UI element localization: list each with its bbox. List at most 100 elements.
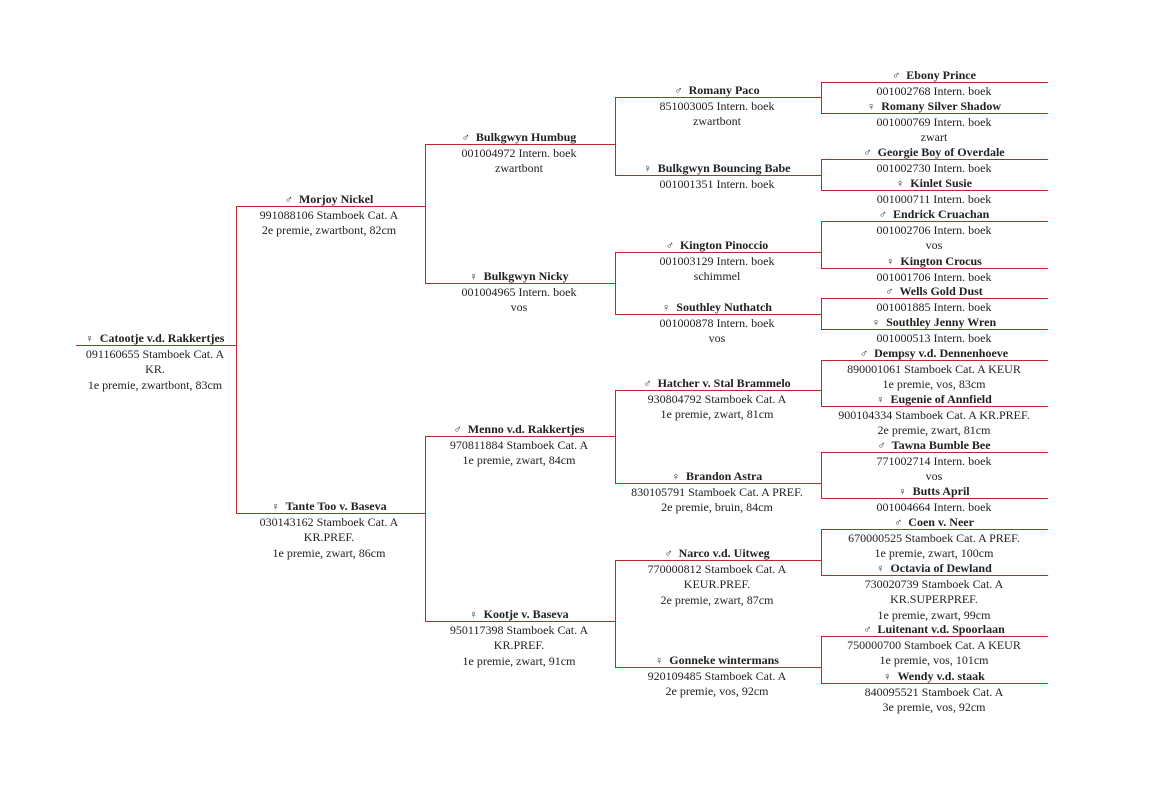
- animal-name: Brandon Astra: [685, 468, 763, 483]
- animal-detail: 2e premie, zwart, 87cm: [660, 592, 774, 607]
- animal-name-line: ♂Tawna Bumble Bee: [774, 438, 1094, 454]
- connector-bracket: [615, 252, 616, 314]
- animal-detail: 001000769 Intern. boek: [876, 115, 992, 129]
- animal-name-line: ♀Southley Nuthatch: [557, 300, 877, 316]
- connector-line: [615, 252, 821, 253]
- animal-name: Hatcher v. Stal Brammelo: [657, 375, 791, 390]
- male-symbol-icon: ♂: [643, 377, 652, 390]
- animal-detail: 3e premie, vos, 92cm: [882, 700, 986, 715]
- connector-bracket: [425, 144, 426, 283]
- female-symbol-icon: ♀: [655, 654, 664, 667]
- animal-name: Bulkgwyn Nicky: [483, 268, 569, 283]
- connector-line: [821, 221, 1048, 222]
- connector-line: [615, 97, 821, 98]
- animal-name-line: ♂Romany Paco: [557, 83, 877, 99]
- animal-detail: 091160655 Stamboek Cat. A: [85, 347, 225, 361]
- animal-name-line: ♀ Kinlet Susie: [774, 176, 1094, 192]
- animal-name: Gonneke wintermans: [669, 652, 779, 667]
- animal-detail: 970811884 Stamboek Cat. A: [449, 438, 589, 452]
- female-symbol-icon: ♀: [271, 500, 280, 513]
- connector-line: [425, 436, 615, 437]
- connector-line: [425, 283, 615, 284]
- connector-line: [425, 621, 615, 622]
- animal-detail: vos: [925, 469, 943, 484]
- male-symbol-icon: ♂: [892, 69, 901, 82]
- connector-bracket: [821, 529, 822, 575]
- female-symbol-icon: ♀: [886, 255, 895, 268]
- male-symbol-icon: ♂: [885, 285, 894, 298]
- animal-name-line: ♂Endrick Cruachan: [774, 207, 1094, 223]
- animal-name: Coen v. Neer: [908, 514, 974, 529]
- animal-detail: 001001885 Intern. boek: [876, 300, 992, 314]
- animal-detail: 991088106 Stamboek Cat. A: [259, 208, 399, 222]
- animal-name-line: ♂ Coen v. Neer: [774, 515, 1094, 531]
- animal-detail: 950117398 Stamboek Cat. A: [449, 623, 589, 637]
- animal-name-line: ♂Morjoy Nickel: [169, 192, 489, 208]
- connector-line: [615, 314, 821, 315]
- animal-detail: 030143162 Stamboek Cat. A: [259, 515, 399, 529]
- animal-name-line: ♂Georgie Boy of Overdale: [774, 145, 1094, 161]
- connector-bracket: [236, 206, 237, 513]
- animal-name: Luitenant v.d. Spoorlaan: [877, 621, 1005, 636]
- connector-bracket: [821, 82, 822, 113]
- connector-bracket: [425, 436, 426, 621]
- animal-name: Eugenie of Annfield: [890, 391, 992, 406]
- male-symbol-icon: ♂: [674, 84, 683, 97]
- connector-line: [76, 345, 236, 346]
- animal-name: Kinlet Susie: [910, 175, 972, 190]
- connector-line: [821, 529, 1048, 530]
- animal-detail: 890001061 Stamboek Cat. A KEUR: [847, 362, 1021, 376]
- animal-detail: KEUR.PREF.: [683, 577, 751, 592]
- animal-name-line: ♂ Luitenant v.d. Spoorlaan: [774, 622, 1094, 638]
- animal-entry: ♂ Menno v.d. Rakkertjes 970811884 Stamboek…: [359, 422, 679, 469]
- animal-detail: 1e premie, zwart, 84cm: [462, 453, 576, 468]
- animal-detail: 1e premie, zwart, 81cm: [660, 407, 774, 422]
- animal-name-line: ♂ Menno v.d. Rakkertjes: [359, 422, 679, 438]
- animal-detail: 750000700 Stamboek Cat. A KEUR: [847, 638, 1021, 652]
- animal-name: Endrick Cruachan: [892, 206, 990, 221]
- animal-detail: 851003005 Intern. boek: [659, 99, 775, 113]
- animal-entry: ♀ Catootje v.d. Rakkertjes 091160655 Stamb…: [0, 331, 315, 394]
- animal-detail: 1e premie, vos, 101cm: [879, 653, 989, 668]
- animal-name: Dempsy v.d. Dennenhoeve: [874, 345, 1009, 360]
- animal-name: Bulkgwyn Humbug: [475, 129, 577, 144]
- male-symbol-icon: ♂: [863, 623, 872, 636]
- connector-line: [821, 113, 1048, 114]
- animal-detail: 1e premie, zwartbont, 83cm: [87, 377, 223, 392]
- animal-detail: KR.PREF.: [303, 530, 355, 545]
- connector-line: [615, 560, 821, 561]
- female-symbol-icon: ♀: [85, 332, 94, 345]
- animal-detail: 001002768 Intern. boek: [876, 84, 992, 98]
- animal-name-line: ♀Romany Silver Shadow: [774, 99, 1094, 115]
- female-symbol-icon: ♀: [896, 177, 905, 190]
- animal-detail: 1e premie, vos, 83cm: [882, 377, 986, 392]
- animal-name-line: ♀Bulkgwyn Bouncing Babe: [557, 161, 877, 177]
- male-symbol-icon: ♂: [453, 423, 462, 436]
- connector-line: [821, 298, 1048, 299]
- female-symbol-icon: ♀: [469, 270, 478, 283]
- connector-line: [615, 175, 821, 176]
- animal-name: Romany Silver Shadow: [881, 98, 1002, 113]
- male-symbol-icon: ♂: [894, 516, 903, 529]
- animal-name: Menno v.d. Rakkertjes: [467, 421, 585, 436]
- connector-line: [821, 82, 1048, 83]
- animal-name: Southley Nuthatch: [676, 299, 772, 314]
- animal-name: Catootje v.d. Rakkertjes: [99, 330, 225, 345]
- animal-name: Kootje v. Baseva: [483, 606, 569, 621]
- female-symbol-icon: ♀: [876, 393, 885, 406]
